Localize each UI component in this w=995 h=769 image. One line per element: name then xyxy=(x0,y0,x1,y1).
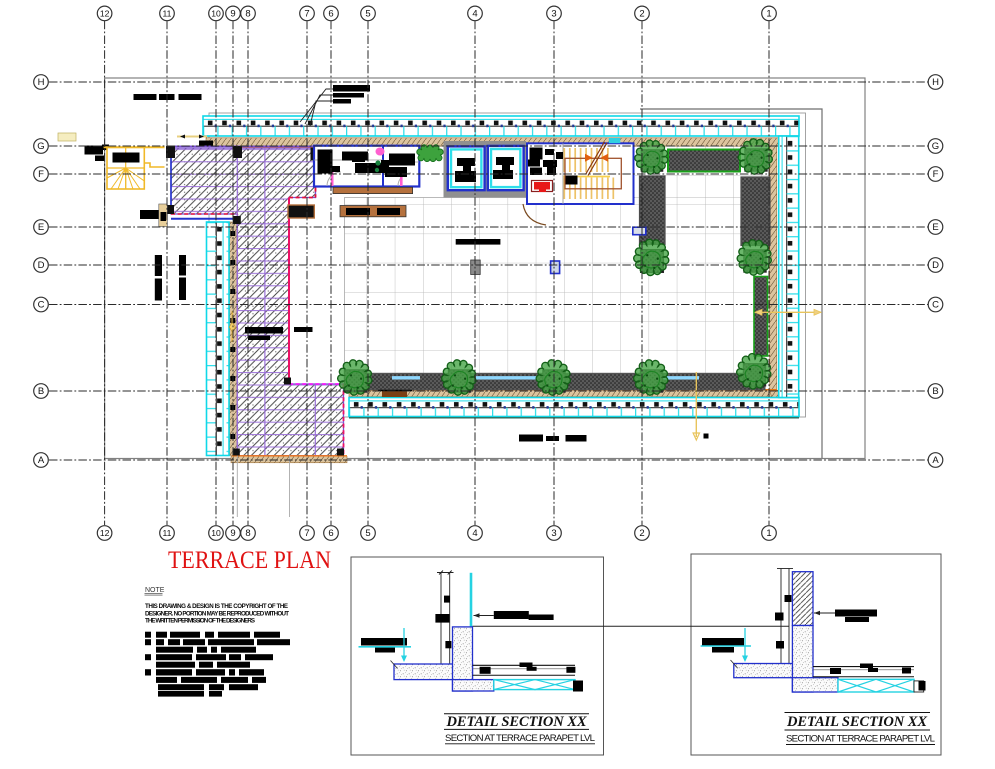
svg-text:E: E xyxy=(38,222,44,233)
svg-text:12: 12 xyxy=(100,9,110,19)
svg-text:F: F xyxy=(933,169,939,180)
svg-text:7: 7 xyxy=(304,528,309,539)
svg-text:H: H xyxy=(932,77,939,88)
svg-text:DETAIL SECTION XX: DETAIL SECTION XX xyxy=(786,714,927,730)
svg-text:C: C xyxy=(38,300,45,311)
svg-text:10: 10 xyxy=(211,528,221,538)
svg-text:1: 1 xyxy=(766,9,771,20)
svg-text:A: A xyxy=(932,455,939,466)
svg-text:D: D xyxy=(932,260,939,271)
svg-text:11: 11 xyxy=(163,528,172,538)
svg-text:8: 8 xyxy=(245,9,250,20)
svg-text:H: H xyxy=(38,77,45,88)
svg-text:A: A xyxy=(38,455,45,466)
svg-text:11: 11 xyxy=(163,9,172,19)
svg-text:G: G xyxy=(932,141,939,152)
svg-text:THE WRITTEN PERMISSION OF THE: THE WRITTEN PERMISSION OF THE DESIGNERS xyxy=(145,618,255,625)
svg-text:TERRACE PLAN: TERRACE PLAN xyxy=(168,545,331,574)
svg-text:5: 5 xyxy=(365,528,370,539)
svg-text:SECTION AT TERRACE PARAPET LV: SECTION AT TERRACE PARAPET LVL xyxy=(786,734,936,745)
svg-text:C: C xyxy=(932,300,939,311)
svg-text:9: 9 xyxy=(230,528,235,539)
svg-text:6: 6 xyxy=(328,528,333,539)
svg-text:DETAIL SECTION XX: DETAIL SECTION XX xyxy=(446,714,587,730)
svg-text:8: 8 xyxy=(245,528,250,539)
svg-text:3: 3 xyxy=(551,528,556,539)
svg-text:1: 1 xyxy=(766,528,771,539)
svg-text:4: 4 xyxy=(472,9,477,20)
svg-text:F: F xyxy=(38,169,44,180)
svg-text:10: 10 xyxy=(211,9,221,19)
svg-text:DESIGNER. NO PORTION MAY BE RE: DESIGNER. NO PORTION MAY BE REPRODUCED W… xyxy=(145,610,289,617)
svg-text:E: E xyxy=(932,222,938,233)
svg-text:4: 4 xyxy=(472,528,477,539)
svg-text:2: 2 xyxy=(639,528,644,539)
svg-text:NOTE: NOTE xyxy=(145,587,165,594)
svg-text:6: 6 xyxy=(328,9,333,20)
svg-text:9: 9 xyxy=(230,9,235,20)
svg-text:D: D xyxy=(38,260,45,271)
svg-text:THIS DRAWING & DESIGN IS THE C: THIS DRAWING & DESIGN IS THE COPYRIGHT O… xyxy=(145,603,288,610)
svg-text:7: 7 xyxy=(304,9,309,20)
svg-text:B: B xyxy=(38,386,44,397)
svg-text:B: B xyxy=(932,386,938,397)
svg-text:5: 5 xyxy=(365,9,370,20)
svg-text:12: 12 xyxy=(100,528,110,538)
svg-text:SECTION AT TERRACE PARAPET LV: SECTION AT TERRACE PARAPET LVL xyxy=(445,733,596,744)
svg-text:3: 3 xyxy=(551,9,556,20)
svg-text:2: 2 xyxy=(639,9,644,20)
svg-text:G: G xyxy=(37,141,44,152)
